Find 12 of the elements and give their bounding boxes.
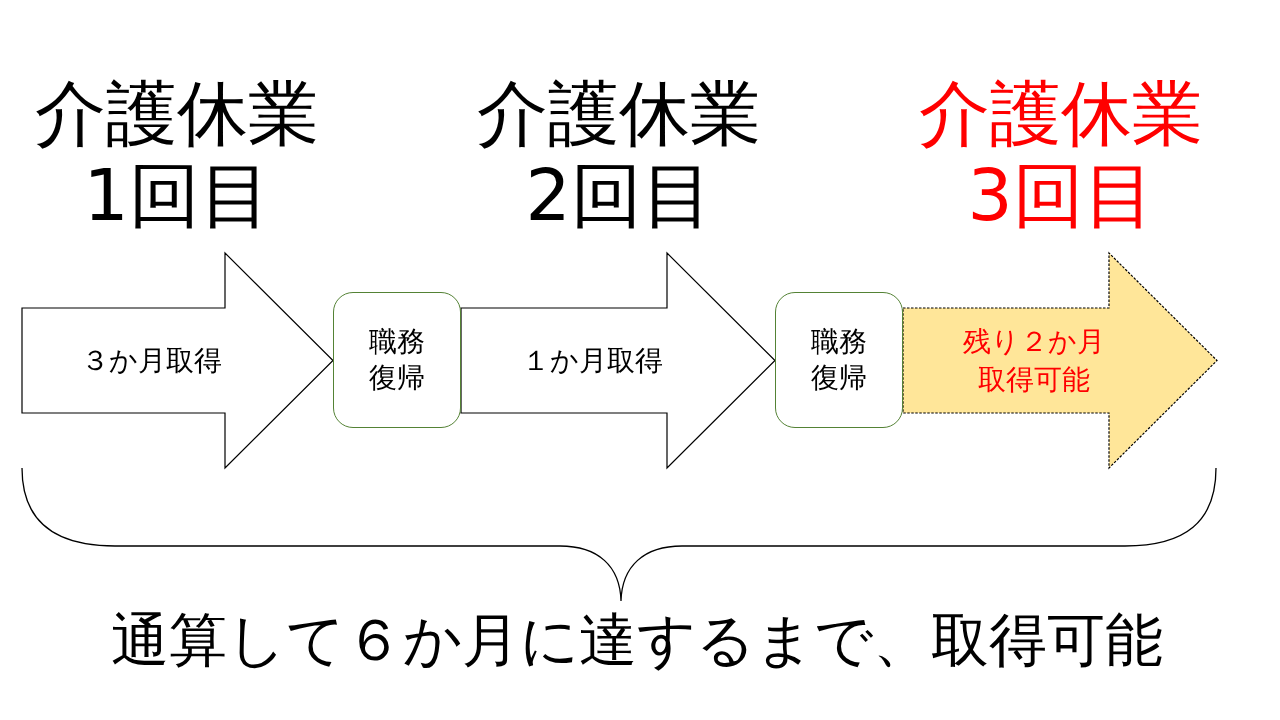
rounded-box: 職務復帰 <box>775 292 903 428</box>
heading: 介護休業1回目 <box>34 73 321 237</box>
block-arrow <box>902 251 1218 470</box>
block-arrow <box>21 251 334 470</box>
heading: 介護休業2回目 <box>476 73 763 237</box>
edge-label: １か月取得 <box>520 342 664 379</box>
brace-label: 通算して６か月に達するまで、取得可能 <box>111 608 1163 672</box>
edge-label: ３か月取得 <box>80 342 224 379</box>
block-arrow <box>460 251 776 470</box>
heading: 介護休業3回目 <box>918 73 1205 237</box>
edge-label: 残り２か月取得可能 <box>962 323 1107 398</box>
rounded-box: 職務復帰 <box>333 292 461 428</box>
